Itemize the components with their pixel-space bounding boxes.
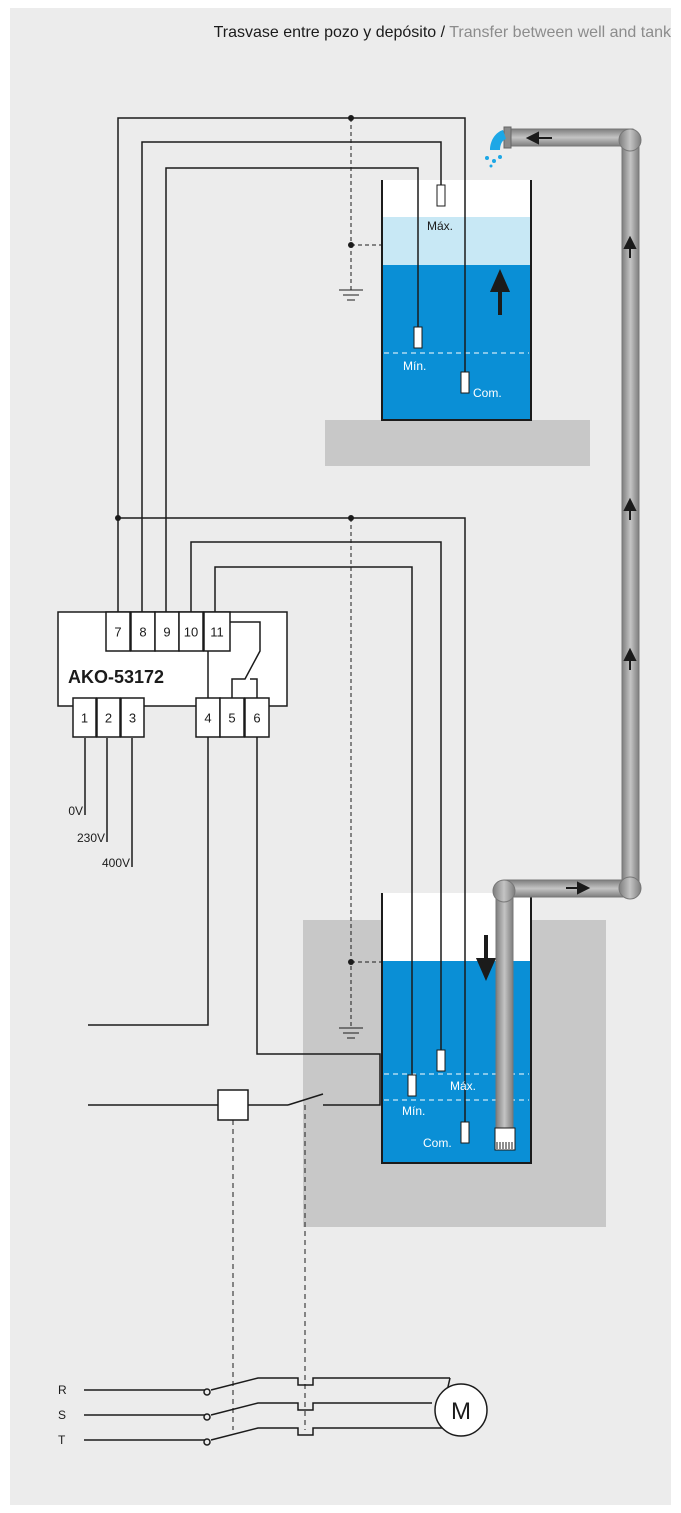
title-separator: /	[436, 24, 450, 41]
motor-label: M	[451, 1398, 471, 1425]
phase-r-label: R	[58, 1383, 67, 1397]
upper-tank-probes	[413, 184, 470, 394]
ground-connections	[339, 118, 382, 1039]
upper-tank-walls	[381, 180, 532, 421]
upper-tank-rising-water	[383, 217, 530, 265]
terminal-3-box	[120, 697, 145, 738]
well-probe-max	[436, 1049, 446, 1072]
terminal-9-box	[154, 611, 180, 652]
aux-contact	[287, 1093, 345, 1106]
terminal-5-box	[219, 697, 245, 738]
terminal-1-label: 1	[81, 711, 88, 726]
fuse-r	[203, 1388, 211, 1396]
upper-tank-fill-arrow	[489, 269, 511, 315]
transfer-pipe	[485, 126, 642, 1151]
pipe-elbow-bottom-left	[492, 879, 516, 903]
wire-terminal-10	[190, 541, 442, 1050]
wire-relay-4	[88, 706, 209, 1026]
wire-terminal-7	[117, 117, 466, 612]
supply-voltage-1: 230V	[77, 831, 105, 845]
wire-terminal-8	[141, 141, 442, 612]
well-probe-min-label: Mín.	[402, 1104, 425, 1118]
wire-junctions	[115, 115, 354, 965]
motor-circle	[434, 1383, 488, 1437]
fuse-t	[203, 1438, 211, 1446]
upper-probe-com-label: Com.	[473, 386, 502, 400]
terminal-5-label: 5	[228, 711, 235, 726]
upper-probe-min	[413, 326, 423, 349]
terminal-4-label: 4	[204, 711, 211, 726]
terminal-11-label: 11	[210, 625, 224, 640]
terminal-11-box	[203, 611, 231, 652]
terminal-1-box	[72, 697, 97, 738]
well-walls	[381, 893, 532, 1164]
terminal-2-label: 2	[105, 711, 112, 726]
terminal-3-label: 3	[129, 711, 136, 726]
upper-probe-max-label: Máx.	[427, 219, 453, 233]
upper-tank-air	[383, 180, 530, 217]
controller-model-label: AKO-53172	[68, 667, 164, 687]
control-wiring	[88, 117, 466, 1122]
contactor-link	[232, 1105, 306, 1430]
phase-t-label: T	[58, 1433, 66, 1447]
diagram-panel	[10, 8, 671, 1505]
terminal-10-box	[178, 611, 204, 652]
well-probes	[407, 1049, 470, 1144]
terminal-9-label: 9	[163, 625, 170, 640]
wire-terminal-7-well	[118, 517, 466, 1122]
phase-s-label: S	[58, 1408, 66, 1422]
relay-contact	[250, 678, 258, 706]
supply-wires	[84, 738, 133, 867]
well-probe-com	[460, 1121, 470, 1144]
wire-terminal-9	[165, 167, 419, 612]
terminal-8-box	[130, 611, 156, 652]
upper-probe-min-label: Mín.	[403, 359, 426, 373]
upper-probe-max	[436, 184, 446, 207]
terminal-7-box	[105, 611, 131, 652]
well	[303, 893, 606, 1227]
title-spanish: Trasvase entre pozo y depósito	[213, 24, 437, 41]
well-probe-max-label: Máx.	[450, 1079, 476, 1093]
well-probe-min	[407, 1074, 417, 1097]
diagram-title: Trasvase entre pozo y depósito / Transfe…	[0, 24, 671, 42]
pipe-flow-arrows	[525, 131, 637, 895]
pump-intake	[494, 1127, 516, 1151]
contactor-assembly	[84, 1089, 488, 1446]
terminal-6-box	[244, 697, 270, 738]
well-drain-arrow	[475, 935, 497, 981]
upper-probe-com	[460, 371, 470, 394]
phase-t-line	[84, 1427, 450, 1441]
fuse-s	[203, 1413, 211, 1421]
phase-r-line	[84, 1377, 450, 1391]
well-probe-com-label: Com.	[423, 1136, 452, 1150]
terminal-7-label: 7	[114, 625, 121, 640]
supply-voltage-2: 400V	[102, 856, 130, 870]
supply-voltage-0: 0V	[68, 804, 83, 818]
terminal-10-label: 10	[184, 625, 198, 640]
wire-terminal-11	[214, 566, 413, 1075]
phase-s-line	[84, 1402, 432, 1416]
upper-tank	[325, 180, 590, 466]
upper-tank-base	[325, 420, 590, 466]
contactor-coil	[217, 1089, 249, 1121]
wire-relay-6	[256, 706, 381, 1106]
title-english: Transfer between well and tank	[449, 24, 671, 41]
pipe-elbow-bottom-right	[618, 876, 642, 900]
pipe-well-riser	[495, 887, 514, 1131]
terminal-6-label: 6	[253, 711, 260, 726]
water-outflow-icon	[485, 130, 506, 168]
terminal-4-box	[195, 697, 221, 738]
pipe-elbow-top-right	[618, 128, 642, 152]
terminal-8-label: 8	[139, 625, 146, 640]
terminal-2-box	[96, 697, 121, 738]
